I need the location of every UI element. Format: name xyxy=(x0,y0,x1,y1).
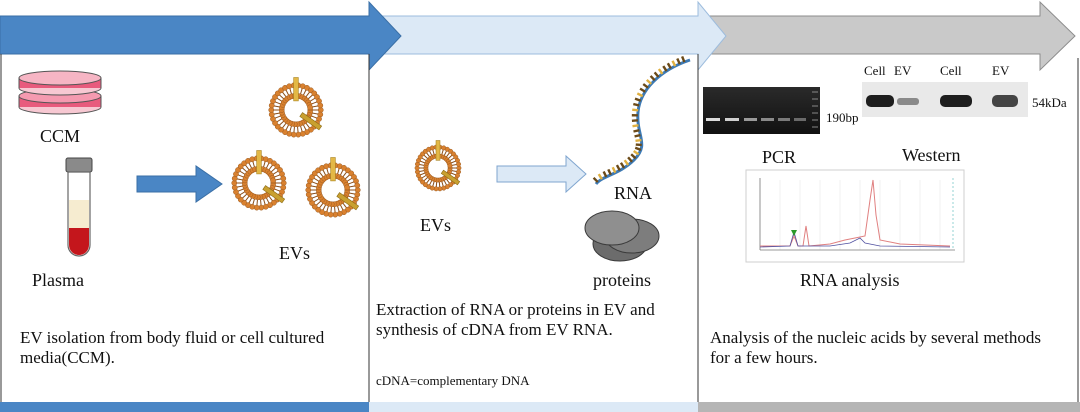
proteins-icon xyxy=(584,210,660,262)
western-blot-image xyxy=(862,82,1028,117)
pcr-label: PCR xyxy=(762,147,797,167)
stage3-description: Analysis of the nucleic acids by several… xyxy=(710,328,1041,367)
ev-vesicle-icon xyxy=(231,150,287,211)
stage3-bottom-bar xyxy=(698,402,1080,412)
cdna-footnote: cDNA=complementary DNA xyxy=(376,373,530,388)
plasma-label: Plasma xyxy=(32,270,84,290)
blood-tube-icon xyxy=(65,157,93,257)
stage2-arrow xyxy=(371,0,727,72)
western-band-label: 54kDa xyxy=(1032,95,1067,110)
western-label: Western xyxy=(902,145,961,165)
panel-borders xyxy=(0,54,1079,402)
stage2-flow-arrow xyxy=(496,154,587,194)
western-lane-label-2: EV xyxy=(894,63,912,78)
proteins-label: proteins xyxy=(593,270,651,290)
stage2-evs-label: EVs xyxy=(420,215,451,235)
stage1-description: EV isolation from body fluid or cell cul… xyxy=(20,328,325,367)
ev-vesicle-icon xyxy=(305,157,361,218)
stage1-arrow xyxy=(0,0,402,72)
rna-analysis-chart-image xyxy=(745,169,965,263)
western-lane-label-4: EV xyxy=(992,63,1010,78)
western-lane-label-3: Cell xyxy=(940,63,962,78)
petri-dish-icon xyxy=(18,70,102,115)
rna-label: RNA xyxy=(614,183,653,203)
stage1-flow-arrow xyxy=(136,165,223,203)
pcr-band-label: 190bp xyxy=(826,110,859,125)
rna-analysis-label: RNA analysis xyxy=(800,270,900,290)
stage3-arrow xyxy=(697,0,1076,72)
western-lane-label-1: Cell xyxy=(864,63,886,78)
ev-vesicle-icon xyxy=(268,77,324,138)
stage2-bottom-bar xyxy=(369,402,698,412)
pcr-gel-image xyxy=(703,87,820,134)
ccm-label: CCM xyxy=(40,126,81,146)
rna-strand-icon xyxy=(592,56,691,186)
ev-vesicle-icon xyxy=(414,140,462,192)
stage2-description: Extraction of RNA or proteins in EV and … xyxy=(376,300,655,339)
stage1-bottom-bar xyxy=(0,402,369,412)
stage1-evs-label: EVs xyxy=(279,243,310,263)
